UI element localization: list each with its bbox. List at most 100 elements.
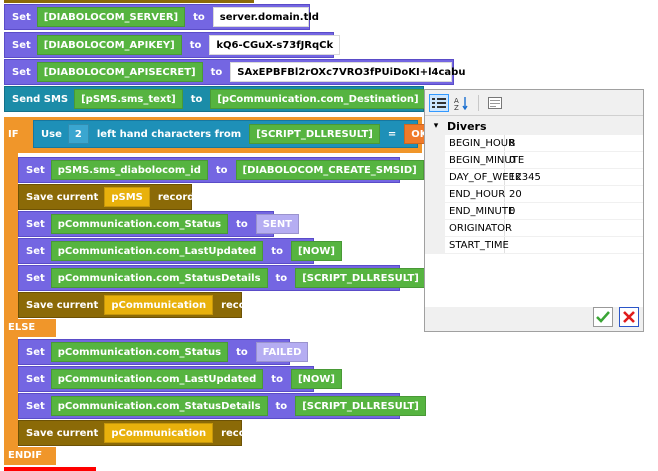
record-keyword: record [221,427,258,439]
save-record-block-pcommunication[interactable]: Save current pCommunication record [18,292,258,318]
object-chip[interactable]: pCommunication [104,295,214,315]
to-keyword: to [236,346,248,358]
use-keyword: Use [41,128,62,140]
variable-chip[interactable]: pCommunication.com_LastUpdated [50,241,264,261]
else-keyword: ELSE [8,322,36,333]
toolbar-separator [478,94,479,111]
else-block[interactable] [4,319,56,337]
variable-chip[interactable]: [DIABOLOCOM_SERVER] [36,7,186,27]
collapse-icon[interactable]: ▾ [433,121,439,131]
variable-chip[interactable]: pCommunication.com_Status [50,214,229,234]
send-sms-block[interactable]: Send SMS [pSMS.sms_text] to [pCommunicat… [4,86,464,112]
property-key: DAY_OF_WEEK [425,169,521,185]
variable-chip[interactable]: pSMS.sms_diabolocom_id [50,160,208,180]
save-record-block-pcommunication-else[interactable]: Save current pCommunication record [18,420,258,446]
set-block-statusdetails-else[interactable]: Set pCommunication.com_StatusDetails to … [18,393,426,419]
property-value[interactable] [505,237,643,253]
char-count-field[interactable]: 2 [67,124,89,144]
to-keyword: to [236,218,248,230]
property-value[interactable]: 0 [509,205,516,217]
set-block-apisecret[interactable]: Set [DIABOLOCOM_APISECRET] to SAxEPBFBl2… [4,59,465,85]
set-keyword: Set [26,218,45,230]
value-field[interactable]: SAxEPBFBl2rOXc7VRO3fPUiDoKI+l4cabu [230,62,465,82]
set-keyword: Set [12,66,31,78]
variable-chip[interactable]: pCommunication.com_LastUpdated [50,369,264,389]
value-chip[interactable]: SENT [255,214,300,234]
property-key: BEGIN_HOUR [425,135,515,151]
condition-block[interactable]: Use 2 left hand characters from [SCRIPT_… [33,120,435,148]
object-chip[interactable]: pSMS [104,187,150,207]
record-keyword: record [221,299,258,311]
endif-block[interactable] [4,447,56,465]
sms-text-chip[interactable]: [pSMS.sms_text] [74,89,183,109]
category-header[interactable]: ▾ Divers [425,117,643,135]
set-keyword: Set [26,164,45,176]
value-chip[interactable]: [NOW] [290,369,342,389]
value-chip[interactable]: FAILED [255,342,309,362]
to-keyword: to [215,164,228,176]
to-keyword: to [189,39,202,51]
set-block-lastupdated[interactable]: Set pCommunication.com_LastUpdated to [N… [18,238,342,264]
variable-chip[interactable]: [DIABOLOCOM_APISECRET] [36,62,203,82]
property-value[interactable]: 8 [509,137,516,149]
to-keyword: to [210,66,223,78]
svg-text:A: A [454,97,459,105]
property-row[interactable]: START_TIME [425,237,643,254]
set-keyword: Set [26,400,45,412]
set-block-server[interactable]: Set [DIABOLOCOM_SERVER] to server.domain… [4,4,319,30]
source-chip[interactable]: [SCRIPT_DLLRESULT] [249,124,380,144]
set-block-status[interactable]: Set pCommunication.com_Status to SENT [18,211,300,237]
property-key: START_TIME [425,237,509,253]
to-keyword: to [190,93,203,105]
value-field[interactable]: kQ6-CGuX-s73fJRqCk [209,35,341,55]
property-value[interactable] [505,220,643,236]
property-key: END_HOUR [425,186,505,202]
value-chip[interactable]: [NOW] [290,241,342,261]
property-value[interactable]: 0 [509,154,516,166]
variable-chip[interactable]: [DIABOLOCOM_APIKEY] [36,35,182,55]
set-block-apikey[interactable]: Set [DIABOLOCOM_APIKEY] to kQ6-CGuX-s73f… [4,32,341,58]
grid-gutter [425,135,445,254]
property-row[interactable]: END_HOUR 20 [425,186,643,203]
variable-chip[interactable]: pCommunication.com_StatusDetails [50,396,268,416]
set-block-status-failed[interactable]: Set pCommunication.com_Status to FAILED [18,339,309,365]
value-field[interactable]: server.domain.tld [212,7,319,27]
property-key: ORIGINATOR [425,220,512,236]
property-pages-icon[interactable] [485,94,505,112]
set-keyword: Set [12,11,31,23]
property-value[interactable]: 20 [509,188,522,200]
value-chip[interactable]: [SCRIPT_DLLRESULT] [295,396,426,416]
endif-keyword: ENDIF [8,450,43,461]
variable-chip[interactable]: pCommunication.com_StatusDetails [50,268,268,288]
object-chip[interactable]: pCommunication [104,423,214,443]
cancel-x-icon[interactable] [619,307,639,327]
error-bar [4,467,96,471]
property-key: END_MINUTE [425,203,514,219]
set-block-lastupdated-else[interactable]: Set pCommunication.com_LastUpdated to [N… [18,366,342,392]
to-keyword: to [275,400,288,412]
category-label: Divers [447,119,487,133]
save-record-block-psms[interactable]: Save current pSMS record [18,184,194,210]
if-body-rail [4,153,18,319]
svg-text:Z: Z [454,104,459,110]
set-block-sms-id[interactable]: Set pSMS.sms_diabolocom_id to [DIABOLOCO… [18,157,424,183]
left-chars-label: left hand characters from [96,128,242,140]
top-block-edge [4,0,254,3]
value-chip[interactable]: [SCRIPT_DLLRESULT] [295,268,426,288]
save-keyword: Save current [26,191,99,203]
categorized-icon[interactable] [429,93,449,112]
to-keyword: to [271,373,283,385]
property-row[interactable]: ORIGINATOR [425,220,643,237]
value-chip[interactable]: [DIABOLOCOM_CREATE_SMSID] [235,160,424,180]
variable-chip[interactable]: pCommunication.com_Status [50,342,229,362]
set-block-statusdetails[interactable]: Set pCommunication.com_StatusDetails to … [18,265,426,291]
ok-check-icon[interactable] [593,307,613,327]
property-value[interactable]: 12345 [509,171,541,183]
destination-chip[interactable]: [pCommunication.com_Destination] [210,89,426,109]
